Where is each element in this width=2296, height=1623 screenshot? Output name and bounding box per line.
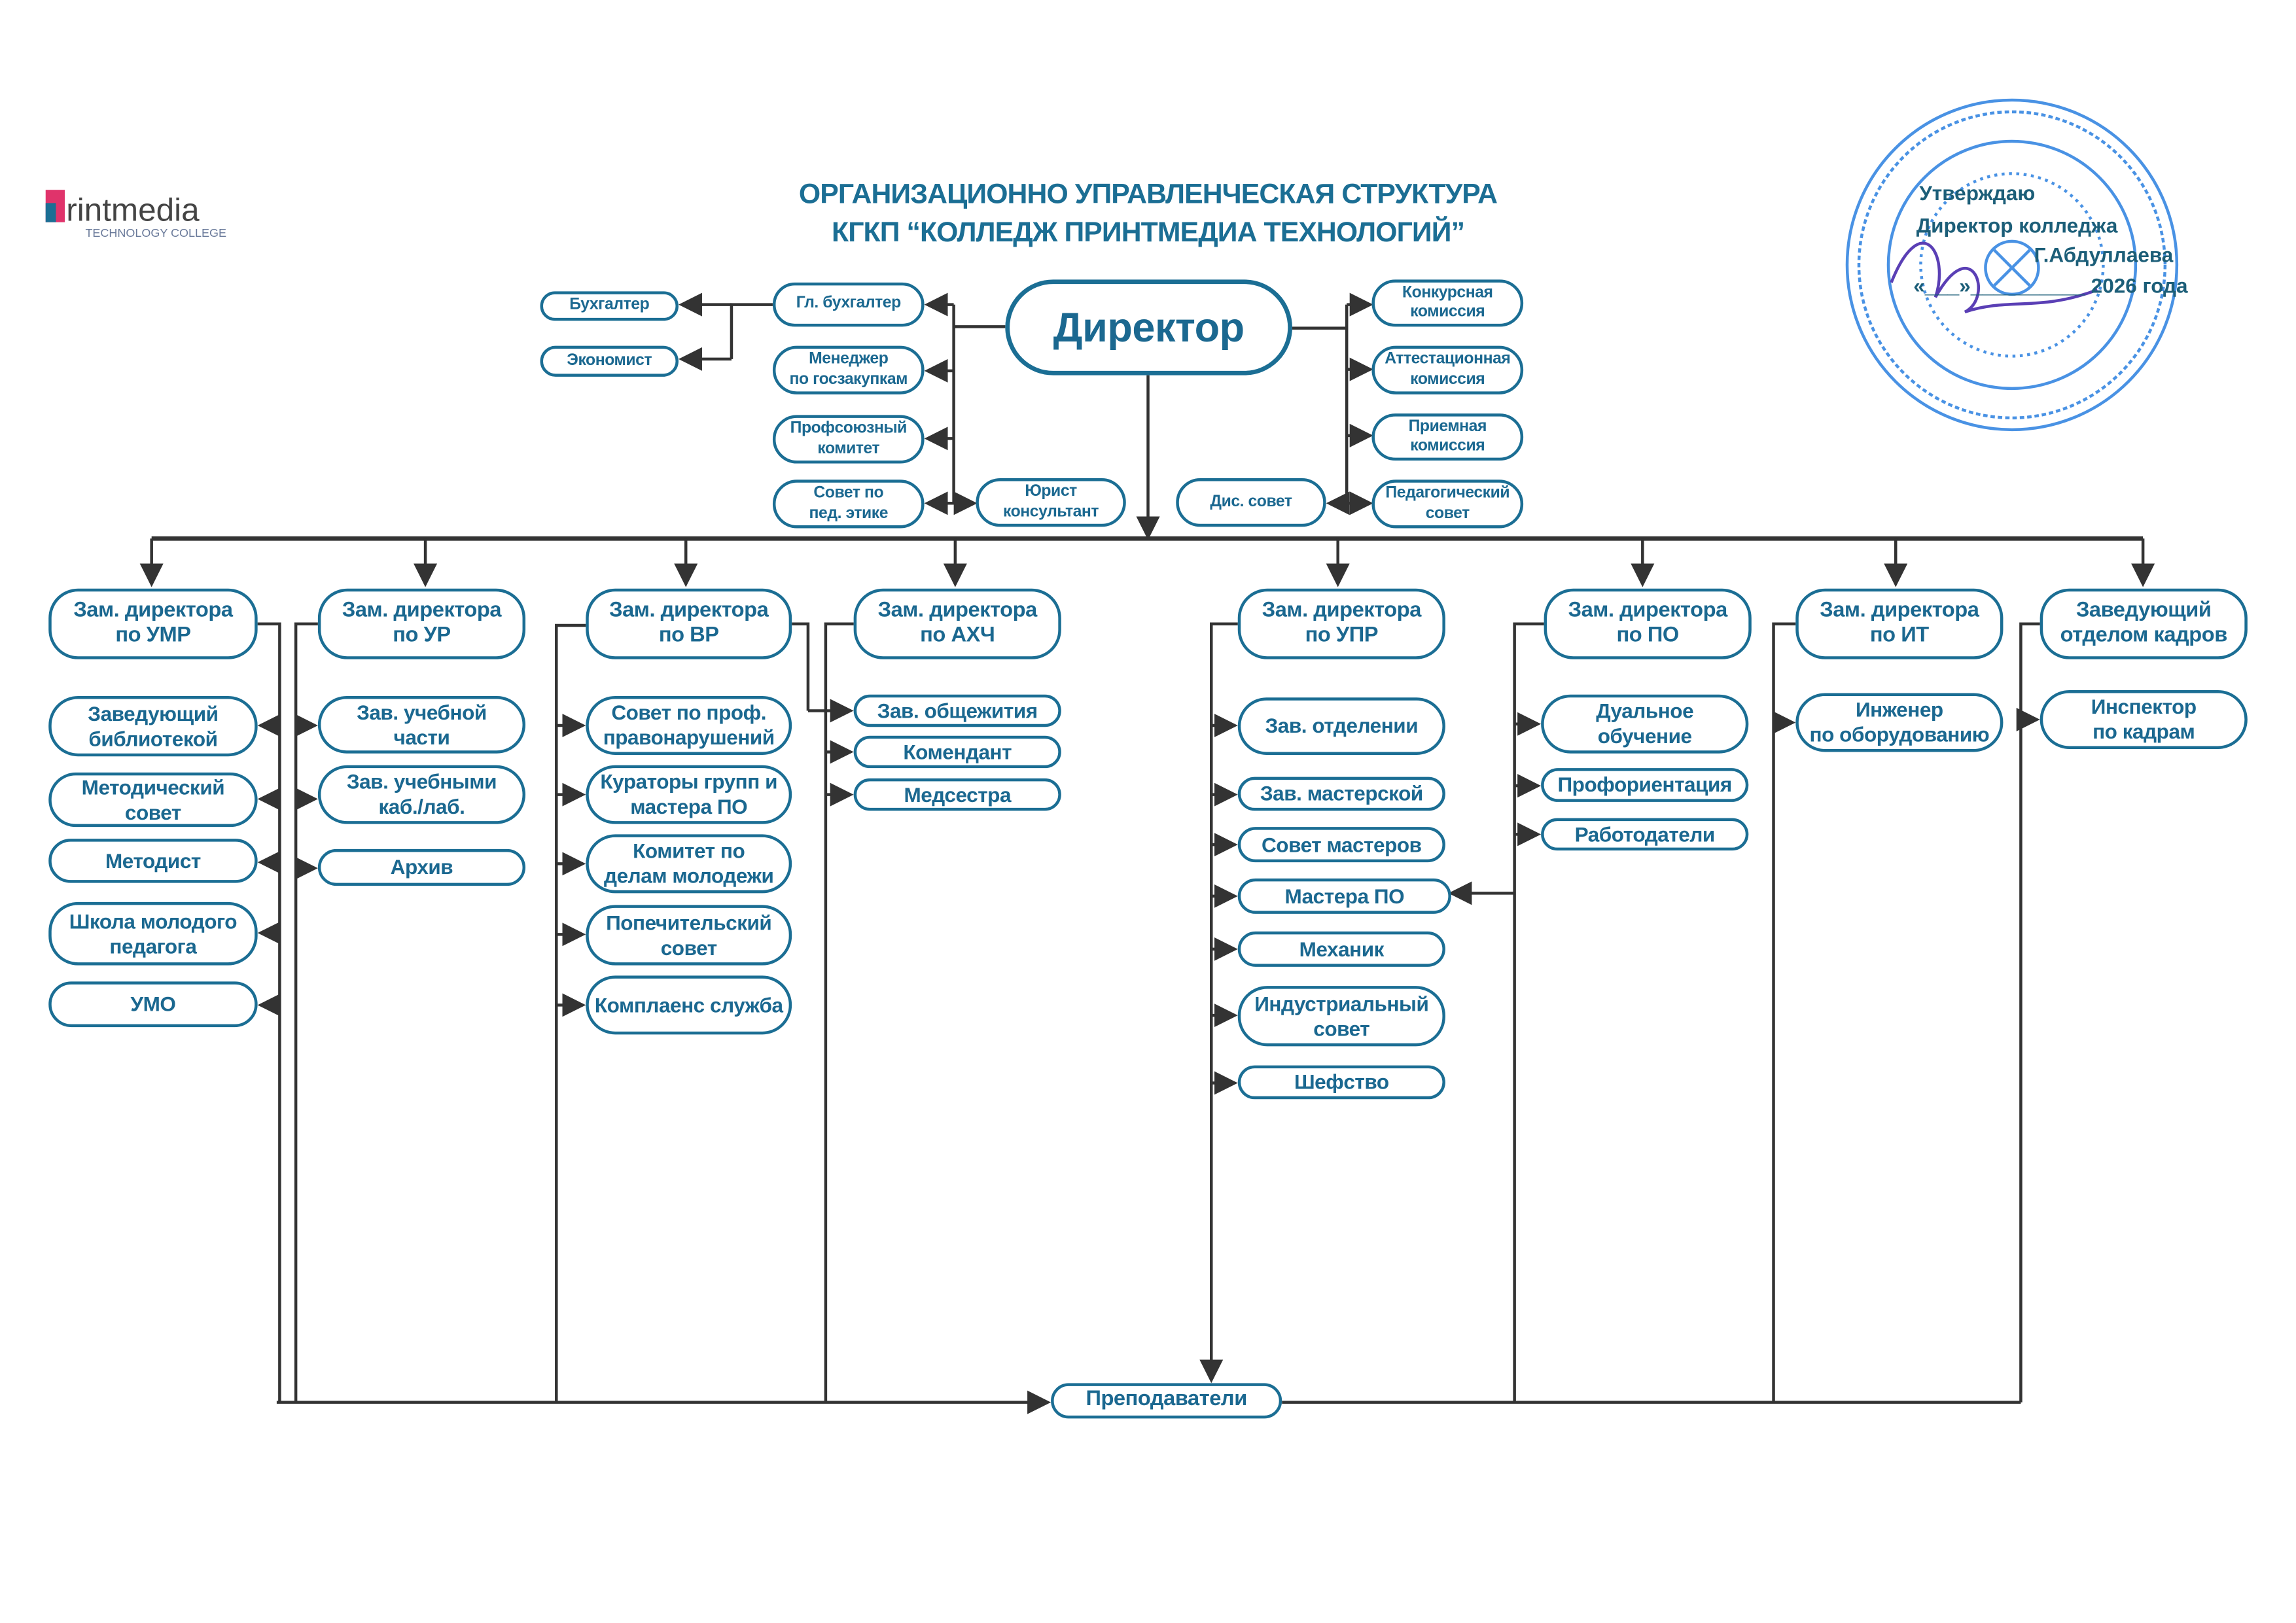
deputy-vr-box[interactable]: Зам. директора по ВР bbox=[586, 588, 792, 659]
vr-item[interactable]: Попечительский совет bbox=[586, 905, 792, 966]
umr-item[interactable]: Школа молодого педагога bbox=[48, 901, 258, 966]
vr-item[interactable]: Комплаенс служба bbox=[586, 975, 792, 1035]
hr-head-box[interactable]: Заведующий отделом кадров bbox=[2040, 588, 2248, 659]
upr-item[interactable]: Механик bbox=[1237, 931, 1445, 967]
accountant-box[interactable]: Бухгалтер bbox=[540, 291, 679, 321]
teachers-box[interactable]: Преподаватели bbox=[1051, 1383, 1282, 1419]
upr-item[interactable]: Мастера ПО bbox=[1237, 878, 1451, 914]
approval-name: Г.Абдуллаева bbox=[2034, 243, 2174, 267]
ahch-item[interactable]: Медсестра bbox=[853, 778, 1061, 811]
ur-item[interactable]: Архив bbox=[317, 848, 526, 886]
ethics-council-box[interactable]: Совет по пед. этике bbox=[772, 480, 925, 529]
deputy-ahch-box[interactable]: Зам. директора по АХЧ bbox=[853, 588, 1061, 659]
svg-text:rintmedia: rintmedia bbox=[66, 192, 200, 228]
po-item[interactable]: Профориентация bbox=[1541, 768, 1749, 802]
approval-date: «___»__________ 2026 года bbox=[1913, 273, 2188, 298]
approval-approve: Утверждаю bbox=[1919, 181, 2036, 205]
pedagogical-council-box[interactable]: Педагогический совет bbox=[1371, 480, 1524, 529]
ahch-item[interactable]: Зав. общежития bbox=[853, 694, 1061, 727]
vr-item[interactable]: Кураторы групп и мастера ПО bbox=[586, 765, 792, 824]
lawyer-box[interactable]: Юрист консультант bbox=[976, 478, 1126, 527]
po-item[interactable]: Дуальное обучение bbox=[1541, 694, 1749, 754]
official-stamp-icon bbox=[1845, 98, 2179, 432]
chart-title-line2: КГКП “КОЛЛЕДЖ ПРИНТМЕДИА ТЕХНОЛОГИЙ” bbox=[832, 217, 1465, 249]
deputy-upr-box[interactable]: Зам. директора по УПР bbox=[1237, 588, 1445, 659]
economist-box[interactable]: Экономист bbox=[540, 345, 679, 377]
umr-item[interactable]: Методист bbox=[48, 839, 258, 883]
approval-position: Директор колледжа bbox=[1916, 213, 2118, 237]
competition-commission-box[interactable]: Конкурсная комиссия bbox=[1371, 279, 1524, 327]
director-box[interactable]: Директор bbox=[1005, 279, 1292, 375]
umr-item[interactable]: Методический совет bbox=[48, 772, 258, 828]
upr-item[interactable]: Шефство bbox=[1237, 1065, 1445, 1100]
upr-item[interactable]: Зав. мастерской bbox=[1237, 777, 1445, 811]
disciplinary-council-box[interactable]: Дис. совет bbox=[1176, 478, 1326, 527]
chief-accountant-box[interactable]: Гл. бухгалтер bbox=[772, 282, 925, 327]
umr-item[interactable]: УМО bbox=[48, 981, 258, 1028]
printmedia-logo-icon: rintmedia TECHNOLOGY COLLEGE bbox=[45, 190, 226, 239]
deputy-ur-box[interactable]: Зам. директора по УР bbox=[317, 588, 526, 659]
vr-item[interactable]: Совет по проф. правонарушений bbox=[586, 695, 792, 755]
upr-item[interactable]: Совет мастеров bbox=[1237, 827, 1445, 863]
it-item[interactable]: Инженер по оборудованию bbox=[1795, 693, 2004, 752]
trade-union-box[interactable]: Профсоюзный комитет bbox=[772, 415, 925, 464]
deputy-po-box[interactable]: Зам. директора по ПО bbox=[1544, 588, 1752, 659]
hr-item[interactable]: Инспектор по кадрам bbox=[2040, 689, 2248, 749]
umr-item[interactable]: Заведующий библиотекой bbox=[48, 695, 258, 757]
deputy-it-box[interactable]: Зам. директора по ИТ bbox=[1795, 588, 2004, 659]
upr-item[interactable]: Зав. отделении bbox=[1237, 697, 1445, 755]
attestation-commission-box[interactable]: Аттестационная комиссия bbox=[1371, 345, 1524, 394]
chart-title-line1: ОРГАНИЗАЦИОННО УПРАВЛЕНЧЕСКАЯ СТРУКТУРА bbox=[798, 179, 1498, 211]
po-item[interactable]: Работодатели bbox=[1541, 818, 1749, 851]
vr-item[interactable]: Комитет по делам молодежи bbox=[586, 834, 792, 894]
upr-item[interactable]: Индустриальный совет bbox=[1237, 986, 1445, 1047]
logo: rintmedia TECHNOLOGY COLLEGE bbox=[44, 185, 264, 251]
ur-item[interactable]: Зав. учебными каб./лаб. bbox=[317, 765, 526, 824]
ur-item[interactable]: Зав. учебной части bbox=[317, 695, 526, 754]
admission-commission-box[interactable]: Приемная комиссия bbox=[1371, 413, 1524, 461]
procurement-manager-box[interactable]: Менеджер по госзакупкам bbox=[772, 345, 925, 394]
ahch-item[interactable]: Комендант bbox=[853, 735, 1061, 769]
svg-text:TECHNOLOGY COLLEGE: TECHNOLOGY COLLEGE bbox=[85, 226, 226, 239]
deputy-umr-box[interactable]: Зам. директора по УМР bbox=[48, 588, 258, 659]
